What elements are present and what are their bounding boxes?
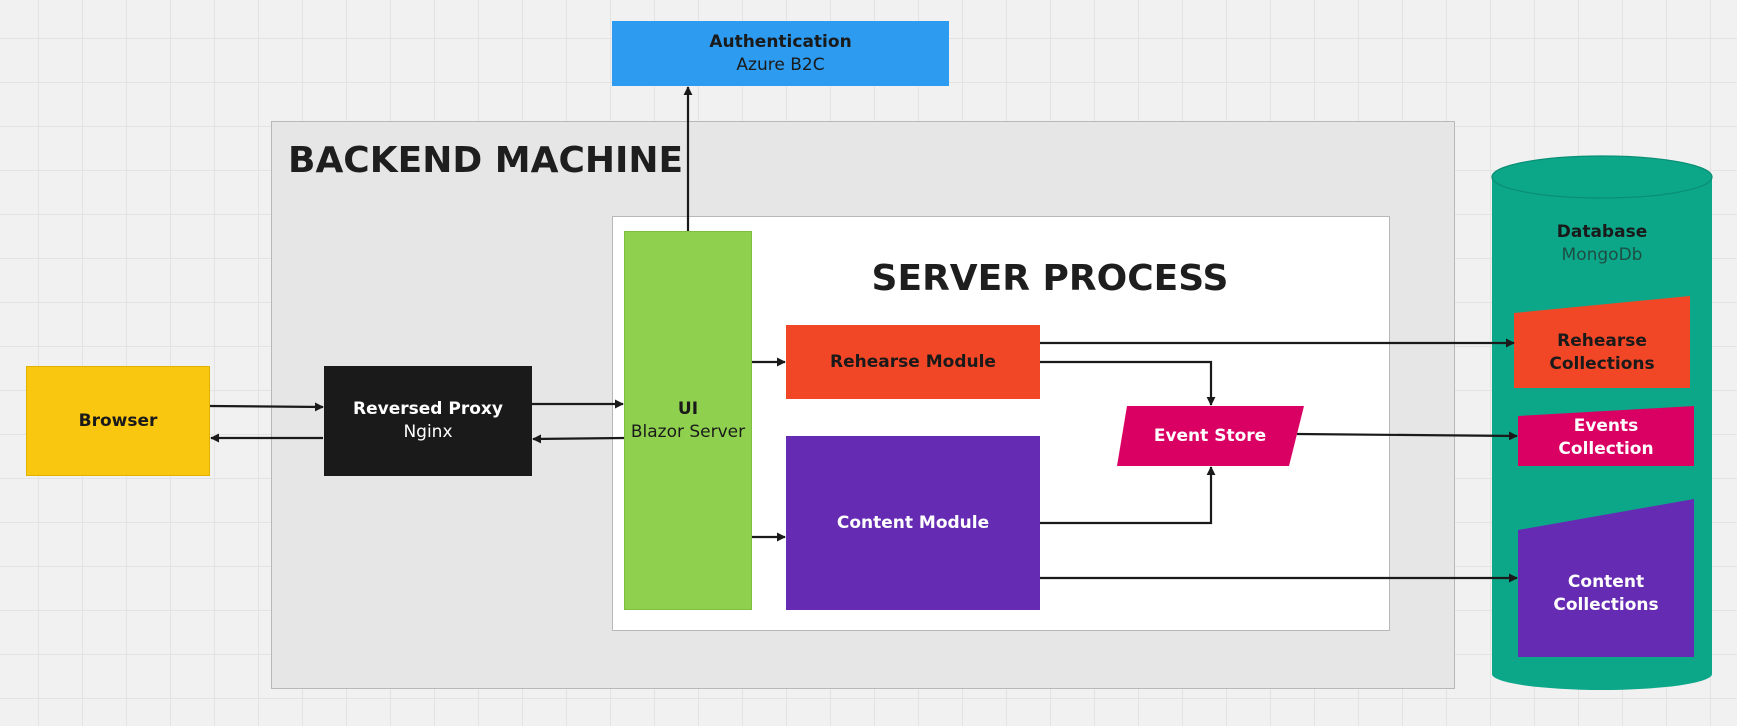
rehearse-collections-shape[interactable] (1514, 296, 1690, 388)
events-collection-line1: Events (1573, 416, 1639, 437)
ui-subtitle: Blazor Server (630, 421, 746, 442)
authentication-subtitle: Azure B2C (736, 54, 825, 75)
event-store-title: Event Store (1153, 425, 1267, 446)
content-module-box[interactable]: Content Module (786, 436, 1040, 610)
authentication-box[interactable]: Authentication Azure B2C (612, 21, 949, 86)
database-label-box: Database MongoDb (1520, 218, 1684, 270)
rehearse-collections-line1: Rehearse (1557, 331, 1647, 352)
rehearse-module-title: Rehearse Module (830, 351, 996, 372)
rehearse-module-box[interactable]: Rehearse Module (786, 325, 1040, 399)
database-title: Database (1556, 222, 1648, 243)
ui-blazor-server-box[interactable]: UI Blazor Server (624, 231, 752, 610)
content-collections-label-box: Content Collections (1518, 556, 1694, 632)
ui-title: UI (677, 398, 699, 419)
authentication-title: Authentication (709, 31, 852, 52)
reversed-proxy-box[interactable]: Reversed Proxy Nginx (324, 366, 532, 476)
server-process-title: SERVER PROCESS (871, 258, 1229, 299)
events-collection-label-box: Events Collection (1518, 410, 1694, 466)
content-collections-line2: Collections (1553, 595, 1659, 615)
reversed-proxy-subtitle: Nginx (403, 422, 453, 442)
database-subtitle: MongoDb (1561, 245, 1643, 265)
event-store-label-box: Event Store (1120, 406, 1300, 466)
event-store-shape[interactable] (1117, 406, 1304, 466)
content-module-title: Content Module (836, 512, 990, 533)
rehearse-collections-label-box: Rehearse Collections (1514, 318, 1690, 388)
content-collections-shape[interactable] (1518, 499, 1694, 657)
content-collections-line1: Content (1567, 572, 1645, 593)
backend-machine-title: BACKEND MACHINE (288, 140, 684, 181)
browser-title: Browser (78, 410, 158, 431)
rehearse-collections-line2: Collections (1549, 354, 1655, 374)
events-collection-line2: Collection (1558, 439, 1654, 459)
events-collection-shape[interactable] (1518, 406, 1694, 466)
reversed-proxy-title: Reversed Proxy (353, 399, 503, 420)
browser-box[interactable]: Browser (26, 366, 210, 476)
